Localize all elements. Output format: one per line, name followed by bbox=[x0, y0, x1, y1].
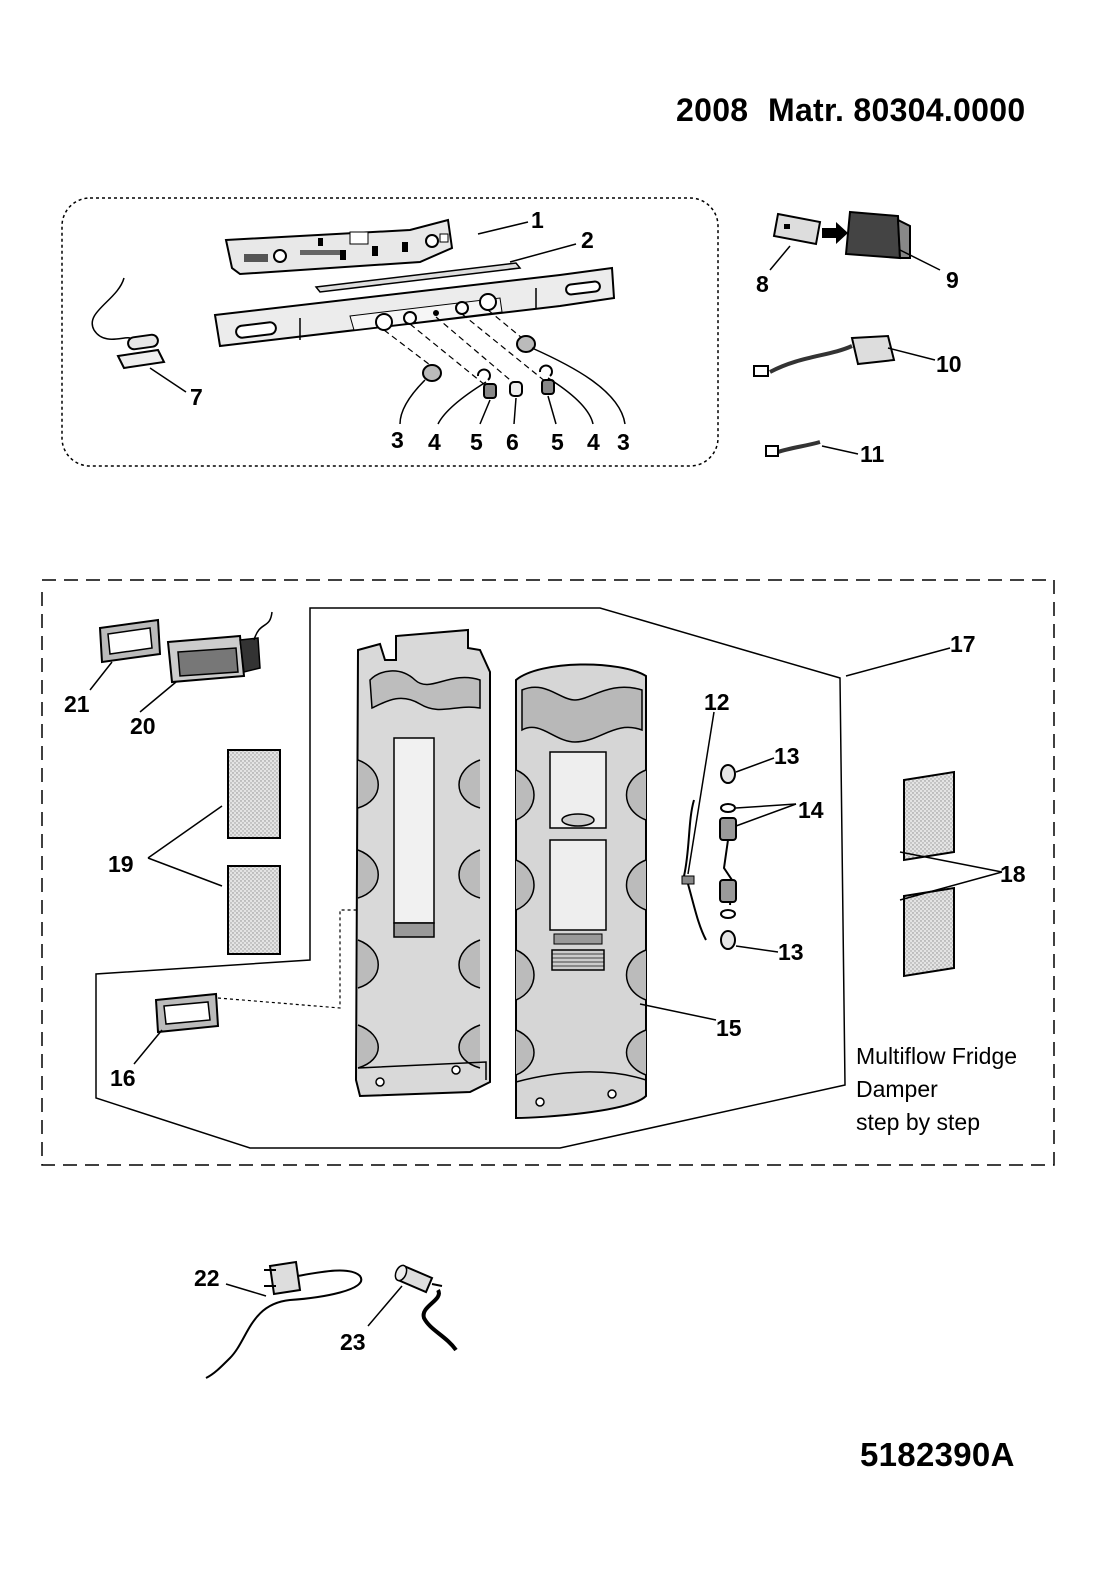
callout-10: 10 bbox=[936, 351, 962, 377]
assembly-note: Multiflow Fridge Damper step by step bbox=[856, 1040, 1017, 1139]
callout-23: 23 bbox=[340, 1329, 366, 1355]
callout-17: 17 bbox=[950, 631, 976, 657]
control-panel-group: 1 2 3 4 5 6 5 4 3 7 bbox=[61, 197, 719, 467]
callout-13: 13 bbox=[778, 939, 804, 965]
cable-harness-part: 10 bbox=[753, 334, 962, 377]
callout-20: 20 bbox=[130, 713, 156, 739]
push-button-part bbox=[483, 379, 555, 399]
callout-18: 18 bbox=[1000, 861, 1026, 887]
damper-unit-part bbox=[166, 611, 273, 684]
seal-frame-part bbox=[98, 618, 162, 664]
card-reader-part: 8 9 bbox=[756, 210, 959, 297]
note-line-3: step by step bbox=[856, 1109, 981, 1135]
lamp-assembly-part bbox=[681, 764, 737, 950]
header-year: 2008 bbox=[676, 92, 749, 128]
callout-11: 11 bbox=[860, 441, 885, 467]
callout-16: 16 bbox=[110, 1065, 136, 1091]
note-line-2: Damper bbox=[856, 1076, 938, 1102]
callout-12: 12 bbox=[704, 689, 730, 715]
callout-22: 22 bbox=[194, 1265, 220, 1291]
callout-6: 6 bbox=[506, 429, 519, 455]
side-pad-part bbox=[903, 886, 955, 978]
document-number: 5182390A bbox=[860, 1436, 1015, 1473]
front-housing-part bbox=[515, 663, 647, 1120]
callout-1: 1 bbox=[531, 207, 544, 233]
callout-9: 9 bbox=[946, 267, 959, 293]
callout-15: 15 bbox=[716, 1015, 742, 1041]
callout-14: 14 bbox=[798, 797, 824, 823]
sensor-part bbox=[91, 277, 166, 370]
capacitor-part: 23 bbox=[340, 1264, 458, 1355]
light-guide-part bbox=[314, 262, 522, 293]
insulation-pad-part bbox=[227, 865, 281, 955]
pcb-board-part bbox=[224, 218, 454, 276]
leader-lines-middle bbox=[89, 647, 1003, 1065]
leader-lines-top bbox=[149, 221, 626, 425]
damper-group-outline bbox=[41, 579, 1055, 1166]
callout-19: 19 bbox=[108, 851, 134, 877]
clip-part bbox=[477, 364, 553, 381]
callout-7: 7 bbox=[190, 384, 203, 410]
power-cord-part: 22 bbox=[194, 1260, 363, 1379]
knob-part bbox=[422, 335, 536, 382]
control-panel-group-outline bbox=[61, 197, 719, 467]
callout-21: 21 bbox=[64, 691, 90, 717]
control-housing-part bbox=[213, 266, 616, 348]
header-matr-number: Matr. 80304.0000 bbox=[768, 92, 1026, 128]
subassembly-outline bbox=[95, 607, 846, 1149]
callout-5: 5 bbox=[470, 429, 483, 455]
callout-4: 4 bbox=[587, 429, 600, 455]
damper-group: 21 20 19 18 17 12 13 14 13 15 16 bbox=[41, 579, 1055, 1166]
rear-housing-part bbox=[354, 628, 491, 1098]
callout-13: 13 bbox=[774, 743, 800, 769]
callout-4: 4 bbox=[428, 429, 441, 455]
insulation-pad-part bbox=[227, 749, 281, 839]
side-pad-part bbox=[903, 770, 955, 862]
connector-cable-part: 11 bbox=[765, 440, 885, 467]
gasket-part bbox=[154, 992, 220, 1034]
callout-5: 5 bbox=[551, 429, 564, 455]
assembly-lines bbox=[383, 309, 547, 386]
callout-8: 8 bbox=[756, 271, 769, 297]
callout-2: 2 bbox=[581, 227, 594, 253]
callout-3: 3 bbox=[391, 427, 404, 453]
note-line-1: Multiflow Fridge bbox=[856, 1043, 1018, 1069]
callout-3: 3 bbox=[617, 429, 630, 455]
